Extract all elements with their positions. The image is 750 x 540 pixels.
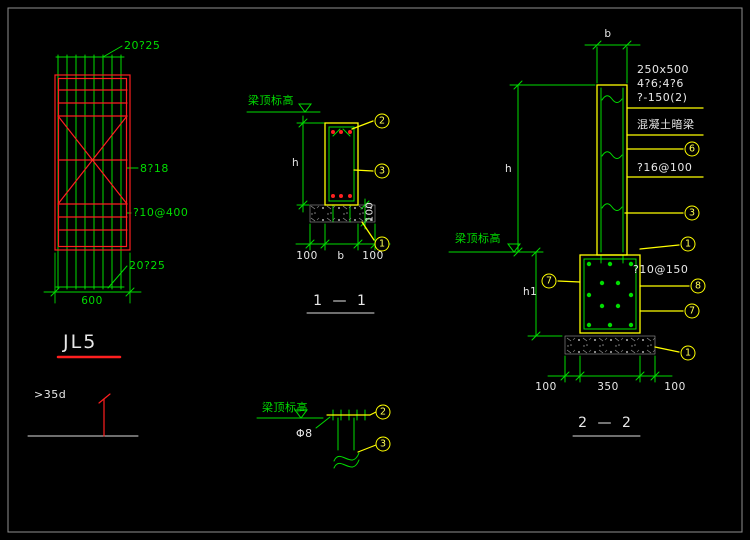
hook-balloon-3: 3	[375, 436, 391, 452]
section2-linework	[448, 40, 704, 437]
s2-elevation-label: 梁顶标高	[455, 232, 501, 245]
s1-right-dim: 100	[362, 250, 384, 262]
plan-side-rebar-label: 8?18	[140, 162, 169, 175]
s2-balloon-7-right: 7	[684, 303, 700, 319]
s1-footing-height-dim: 100	[364, 201, 376, 223]
plan-width-dim: 600	[81, 295, 103, 307]
s2-note-spacing: ?-150(2)	[637, 91, 688, 104]
s2-title: 2 — 2	[578, 415, 634, 431]
hook-bar-label: Φ8	[296, 427, 313, 440]
s2-right-dim: 100	[664, 381, 686, 393]
hook-balloon-2: 2	[375, 404, 391, 420]
s2-balloon-8: 8	[690, 278, 706, 294]
plan-title: JL5	[63, 331, 98, 353]
s2-note-wall-stirrup: ?16@100	[637, 161, 693, 174]
s2-h-dim: h	[505, 163, 513, 175]
plan-linework	[43, 45, 142, 359]
lap-length-label: >35d	[34, 388, 67, 401]
s2-note-size: 250x500	[637, 63, 690, 76]
hook-elevation-label: 梁顶标高	[262, 401, 308, 414]
hook-detail-linework	[256, 409, 377, 469]
s2-balloon-7-left: 7	[541, 273, 557, 289]
s2-note-footing-stirrup: ?10@150	[633, 263, 689, 276]
s2-balloon-1-top: 1	[680, 236, 696, 252]
section1-linework	[246, 103, 391, 314]
s2-h1-dim: h1	[523, 286, 538, 298]
s1-balloon-2: 2	[374, 113, 390, 129]
s2-b-dim: b	[604, 28, 612, 40]
s1-balloon-1: 1	[374, 236, 390, 252]
lap-detail-linework	[27, 393, 139, 437]
s2-left-dim: 100	[535, 381, 557, 393]
s2-balloon-1-bottom: 1	[680, 345, 696, 361]
s1-balloon-3: 3	[374, 163, 390, 179]
s2-balloon-6: 6	[684, 141, 700, 157]
plan-stirrup-label: ?10@400	[133, 206, 189, 219]
s2-balloon-3: 3	[684, 205, 700, 221]
drawing-border	[7, 7, 743, 533]
plan-bottom-rebar-label: 20?25	[129, 259, 166, 272]
plan-top-rebar-label: 20?25	[124, 39, 161, 52]
s1-left-dim: 100	[296, 250, 318, 262]
s2-note-hidden-beam: 混凝土暗梁	[637, 118, 695, 131]
s1-title: 1 — 1	[313, 293, 369, 309]
s1-elevation-label: 梁顶标高	[248, 94, 294, 107]
s1-h-dim: h	[292, 157, 300, 169]
s2-note-bars: 4?6;4?6	[637, 77, 684, 90]
s1-b-dim: b	[337, 250, 345, 262]
s2-mid-dim: 350	[597, 381, 619, 393]
